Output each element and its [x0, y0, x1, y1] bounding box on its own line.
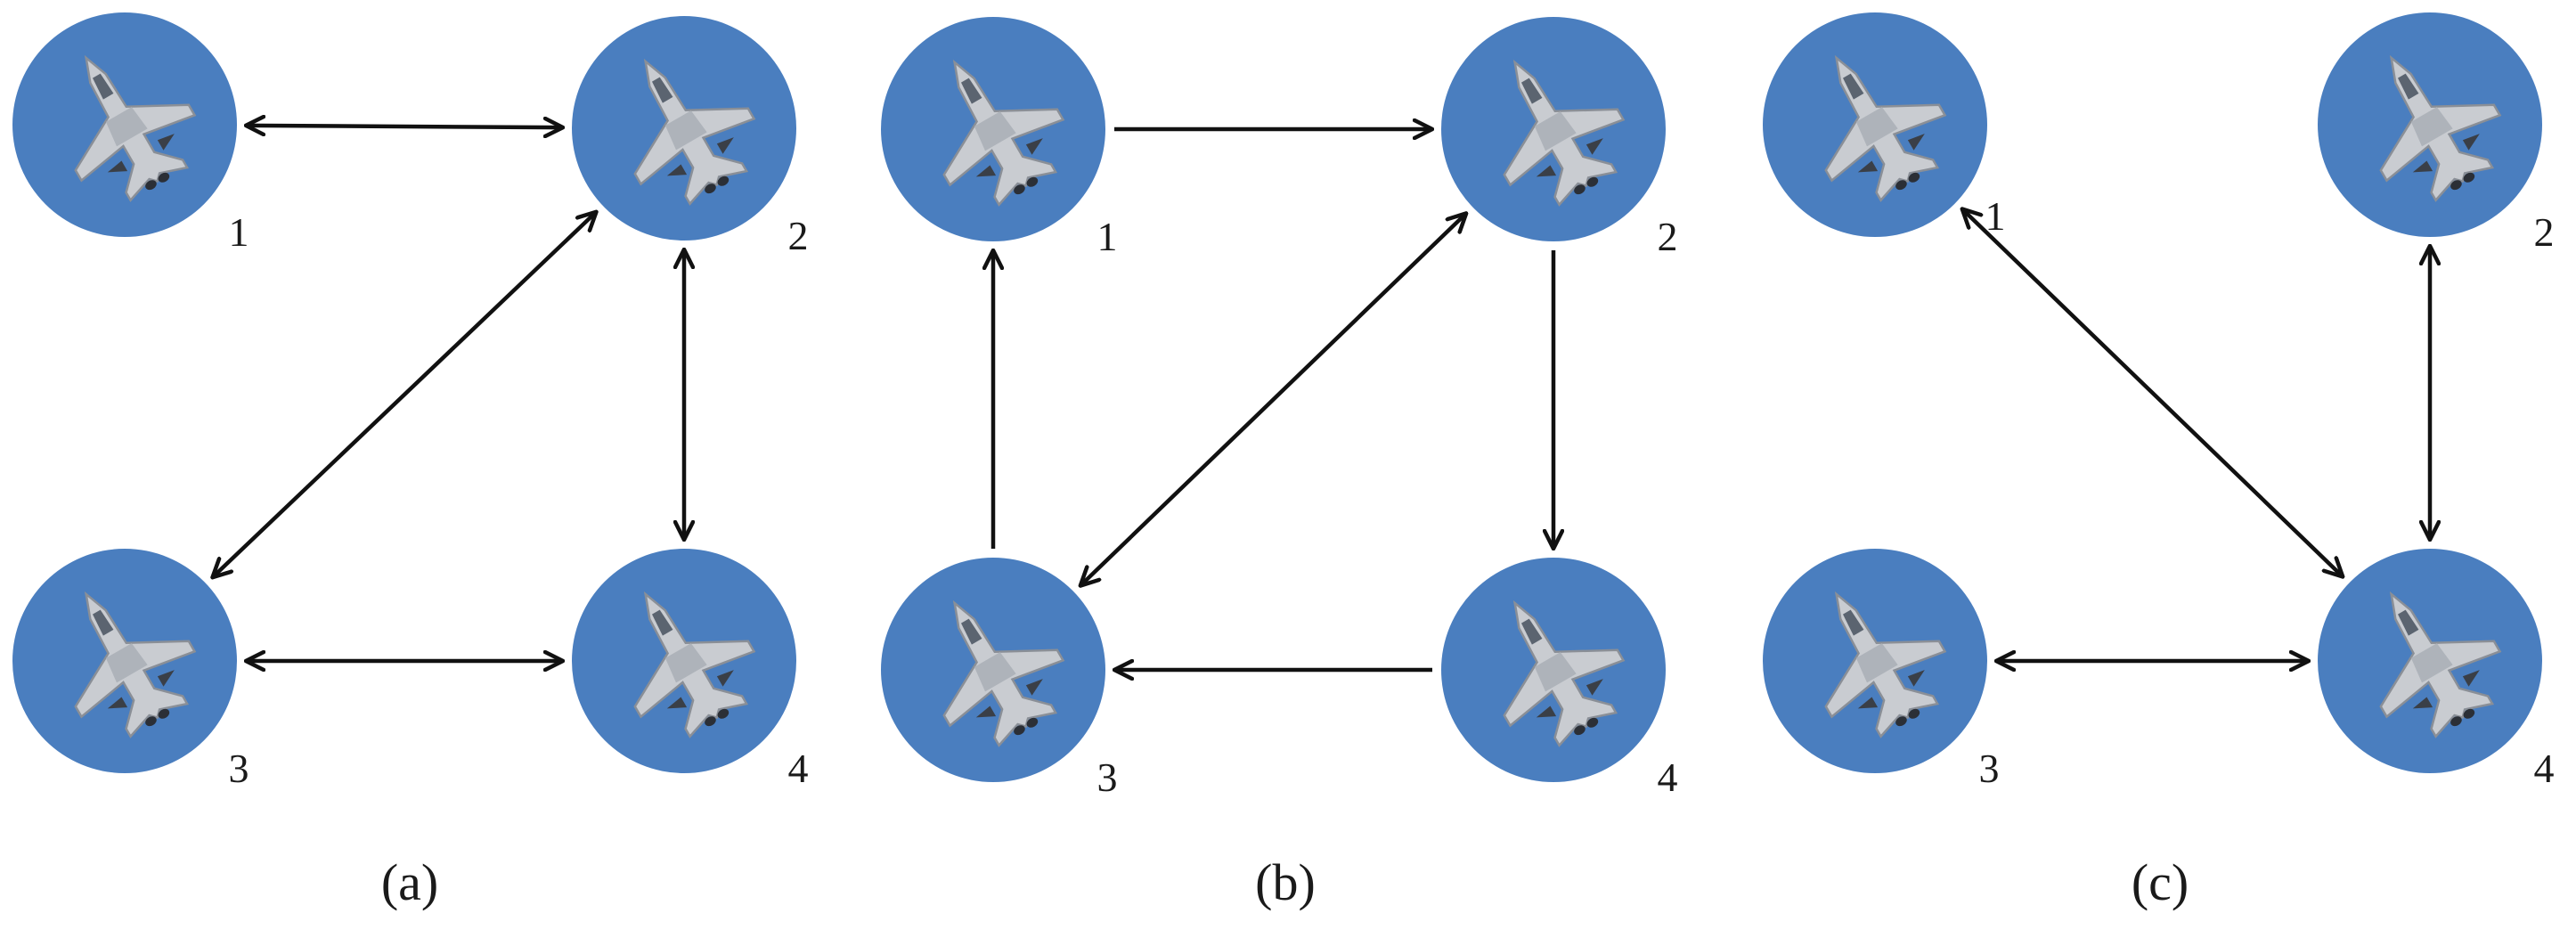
node-label: 1: [1985, 193, 2006, 239]
edge-c-1-4: [1962, 209, 2343, 577]
node-label: 3: [1097, 754, 1118, 800]
edge-b-2-3: [1080, 213, 1466, 585]
panel-a: [212, 126, 684, 661]
node-label: 1: [1097, 214, 1118, 259]
panel-caption-c: (c): [2132, 853, 2189, 911]
node-b-2: [1441, 17, 1666, 241]
node-label: 2: [2534, 209, 2555, 255]
node-label: 2: [788, 213, 809, 258]
panel-caption-b: (b): [1255, 853, 1316, 911]
panel-c: [1962, 209, 2430, 661]
node-label: 4: [788, 746, 809, 791]
panel-caption-a: (a): [381, 853, 438, 911]
panel-b: [993, 129, 1553, 670]
node-label: 3: [229, 746, 249, 791]
edge-a-2-3: [212, 212, 596, 577]
node-c-4: [2318, 549, 2542, 773]
node-label: 2: [1658, 214, 1678, 259]
node-label: 3: [1979, 746, 2000, 791]
node-b-1: [881, 17, 1105, 241]
node-c-3: [1763, 549, 1987, 773]
node-label: 4: [1658, 754, 1678, 800]
node-a-3: [12, 549, 237, 773]
node-c-2: [2318, 12, 2542, 237]
node-a-2: [572, 16, 796, 241]
node-c-1: [1763, 12, 1987, 237]
node-b-3: [881, 558, 1105, 782]
node-label: 1: [229, 209, 249, 255]
node-label: 4: [2534, 746, 2555, 791]
node-a-1: [12, 12, 237, 237]
node-a-4: [572, 549, 796, 773]
node-b-4: [1441, 558, 1666, 782]
edge-a-1-2: [246, 126, 563, 127]
